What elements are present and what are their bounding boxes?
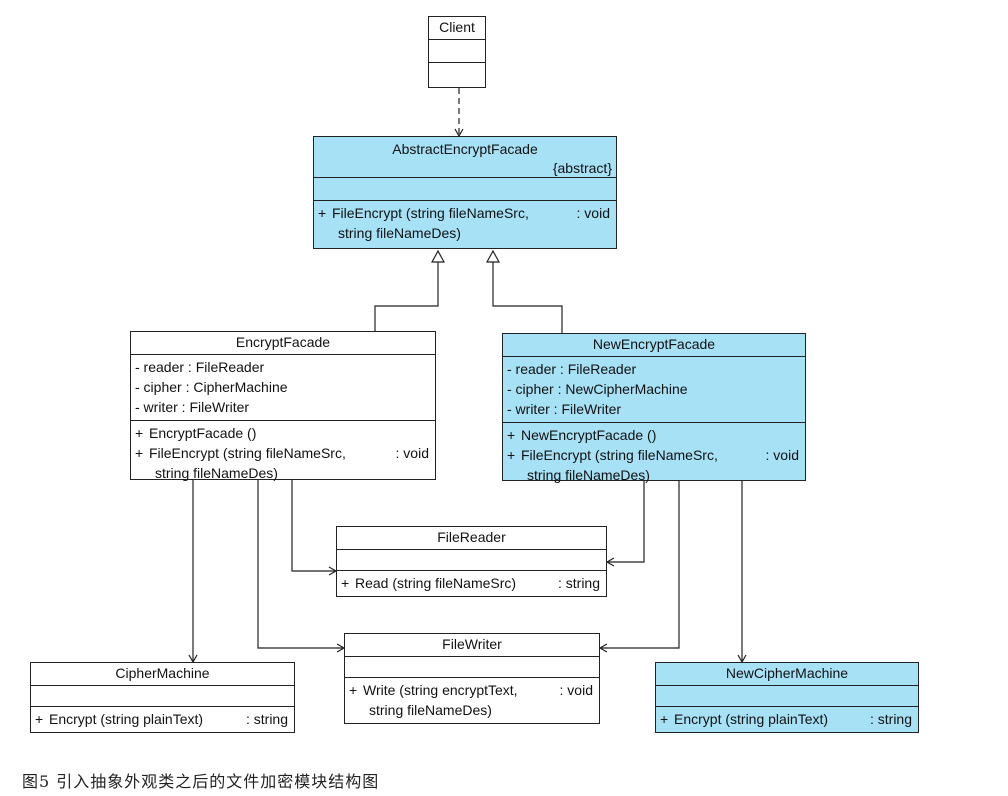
attribute-row: - reader : FileReader — [507, 361, 637, 377]
operations-section: +Read (string fileNameSrc) : string — [337, 571, 606, 596]
attribute-row: - reader : FileReader — [135, 359, 265, 375]
operation-row: +FileEncrypt (string fileNameSrc, : void — [507, 447, 799, 463]
class-name: AbstractEncryptFacade — [392, 141, 538, 157]
class-name: NewEncryptFacade — [503, 334, 805, 357]
operations-section: +FileEncrypt (string fileNameSrc, : void… — [314, 201, 616, 246]
operation-row: +EncryptFacade () — [135, 425, 257, 441]
class-cipher-machine: CipherMachine +Encrypt (string plainText… — [30, 662, 295, 733]
attributes-section — [429, 40, 485, 63]
generalization-encrypt-abstract — [374, 251, 438, 331]
class-abstract-encrypt-facade: AbstractEncryptFacade {abstract} +FileEn… — [313, 136, 617, 249]
attributes-section — [337, 550, 606, 571]
attributes-section — [314, 178, 616, 201]
operations-section: +NewEncryptFacade () +FileEncrypt (strin… — [503, 423, 805, 488]
operation-row: +FileEncrypt (string fileNameSrc, : void — [318, 205, 610, 221]
operation-row-continued: string fileNameDes) — [369, 702, 492, 718]
operations-section: +EncryptFacade () +FileEncrypt (string f… — [131, 421, 435, 486]
operations-section: +Encrypt (string plainText) : string — [31, 707, 294, 732]
attributes-section — [31, 686, 294, 707]
figure-caption: 图5 引入抽象外观类之后的文件加密模块结构图 — [22, 772, 380, 791]
operation-row: +Write (string encryptText, : void — [349, 682, 593, 698]
class-client: Client — [428, 16, 486, 88]
association-newencrypt-filereader — [605, 481, 645, 567]
class-name: FileWriter — [345, 634, 599, 657]
stereotype-label: {abstract} — [552, 160, 612, 176]
association-encrypt-filereader — [291, 480, 338, 576]
attribute-row: - writer : FileWriter — [135, 399, 250, 415]
class-encrypt-facade: EncryptFacade - reader : FileReader - ci… — [130, 331, 436, 481]
operations-section — [429, 63, 485, 85]
class-name: EncryptFacade — [131, 332, 435, 355]
attributes-section — [656, 686, 918, 707]
attributes-section: - reader : FileReader - cipher : CipherM… — [131, 355, 435, 421]
class-name: CipherMachine — [31, 663, 294, 686]
operation-row: +Read (string fileNameSrc) : string — [341, 575, 600, 591]
attribute-row: - cipher : NewCipherMachine — [507, 381, 688, 397]
class-name: Client — [429, 17, 485, 40]
association-encrypt-filewriter — [257, 480, 346, 653]
operation-row-continued: string fileNameDes) — [155, 465, 278, 481]
attributes-section — [345, 657, 599, 678]
class-file-reader: FileReader +Read (string fileNameSrc) : … — [336, 526, 607, 597]
operation-row-continued: string fileNameDes) — [338, 225, 461, 241]
operation-row: +FileEncrypt (string fileNameSrc, : void — [135, 445, 429, 461]
class-name-block: AbstractEncryptFacade {abstract} — [314, 137, 616, 178]
class-name: NewCipherMachine — [656, 663, 918, 686]
class-new-cipher-machine: NewCipherMachine +Encrypt (string plainT… — [655, 662, 919, 733]
attribute-row: - cipher : CipherMachine — [135, 379, 288, 395]
attribute-row: - writer : FileWriter — [507, 401, 622, 417]
class-file-writer: FileWriter +Write (string encryptText, :… — [344, 633, 600, 724]
operations-section: +Encrypt (string plainText) : string — [656, 707, 918, 732]
association-newencrypt-filewriter — [598, 481, 680, 653]
generalization-newencrypt-abstract — [493, 251, 563, 333]
class-name: FileReader — [337, 527, 606, 550]
operations-section: +Write (string encryptText, : void strin… — [345, 678, 599, 723]
attributes-section: - reader : FileReader - cipher : NewCiph… — [503, 357, 805, 423]
class-new-encrypt-facade: NewEncryptFacade - reader : FileReader -… — [502, 333, 806, 483]
operation-row: +Encrypt (string plainText) : string — [35, 711, 288, 727]
operation-row-continued: string fileNameDes) — [527, 467, 650, 483]
operation-row: +Encrypt (string plainText) : string — [660, 711, 912, 727]
operation-row: +NewEncryptFacade () — [507, 427, 657, 443]
